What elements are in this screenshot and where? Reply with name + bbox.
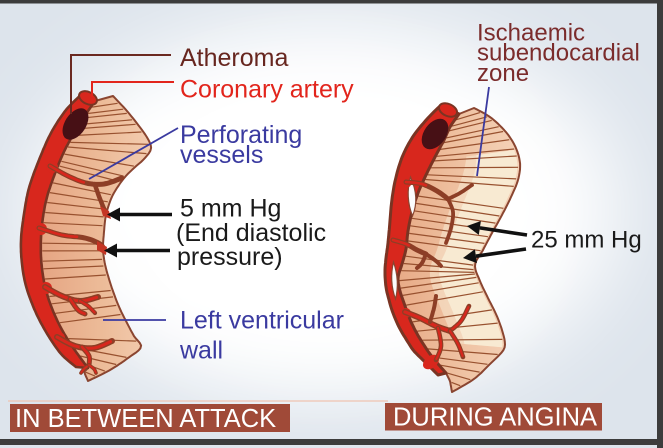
svg-text:(End diastolic: (End diastolic (176, 219, 326, 247)
svg-text:wall: wall (179, 337, 223, 365)
svg-text:Perforating: Perforating (180, 121, 302, 149)
svg-text:Coronary artery: Coronary artery (180, 76, 354, 104)
svg-text:25 mm Hg: 25 mm Hg (531, 227, 642, 254)
svg-text:IN BETWEEN ATTACK: IN BETWEEN ATTACK (15, 405, 276, 433)
svg-text:Atheroma: Atheroma (180, 44, 288, 72)
svg-text:DURING ANGINA: DURING ANGINA (393, 404, 597, 432)
svg-text:5 mm Hg: 5 mm Hg (180, 195, 281, 223)
svg-text:zone: zone (477, 60, 529, 87)
svg-text:Ischaemic: Ischaemic (477, 20, 585, 47)
svg-text:pressure): pressure) (177, 243, 283, 271)
svg-text:Left ventricular: Left ventricular (180, 307, 344, 335)
svg-text:vessels: vessels (180, 141, 263, 169)
svg-text:subendocardial: subendocardial (477, 40, 640, 67)
